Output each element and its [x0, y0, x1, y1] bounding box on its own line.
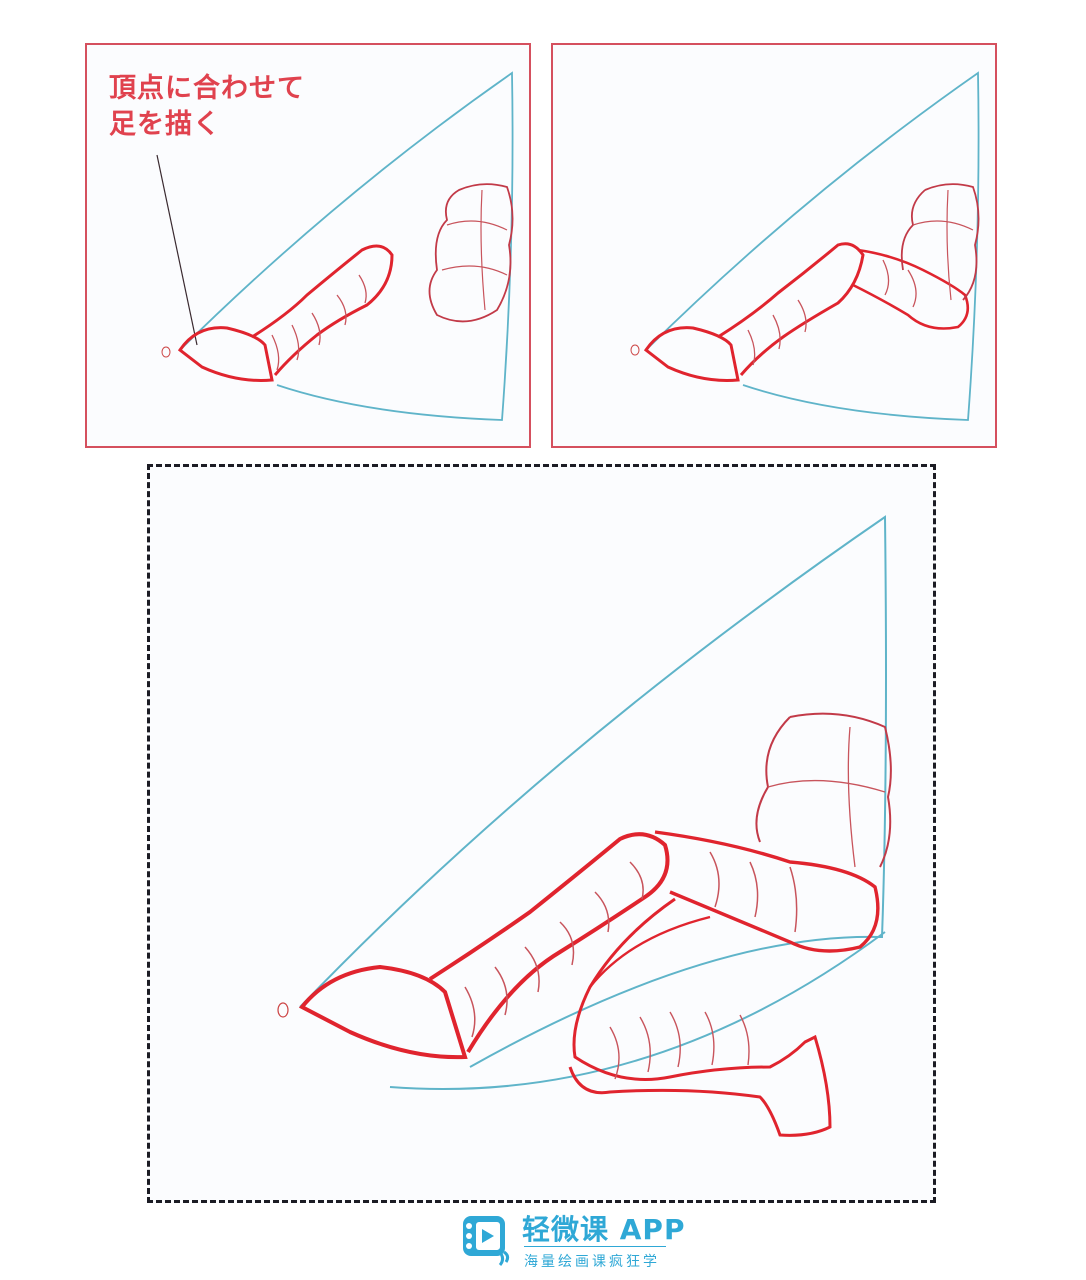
- panel-final-enlarged: [147, 464, 936, 1203]
- panel-step-2: [551, 43, 997, 448]
- sketch-final: [277, 515, 892, 1137]
- watermark-logo: 轻微课 APP 海量绘画课疯狂学: [458, 1208, 684, 1272]
- watermark-subtitle: 海量绘画课疯狂学: [524, 1254, 660, 1270]
- watermark-divider: [524, 1246, 666, 1247]
- watermark-title: 轻微课 APP: [522, 1213, 686, 1246]
- video-clip-icon: [463, 1216, 510, 1266]
- sketch-step-1: [156, 71, 514, 421]
- caption-draw-foot-at-vertex: 頂点に合わせて 足を描く: [109, 73, 305, 140]
- sketch-step-2: [630, 71, 980, 421]
- panel-step-1: 頂点に合わせて 足を描く: [85, 43, 531, 448]
